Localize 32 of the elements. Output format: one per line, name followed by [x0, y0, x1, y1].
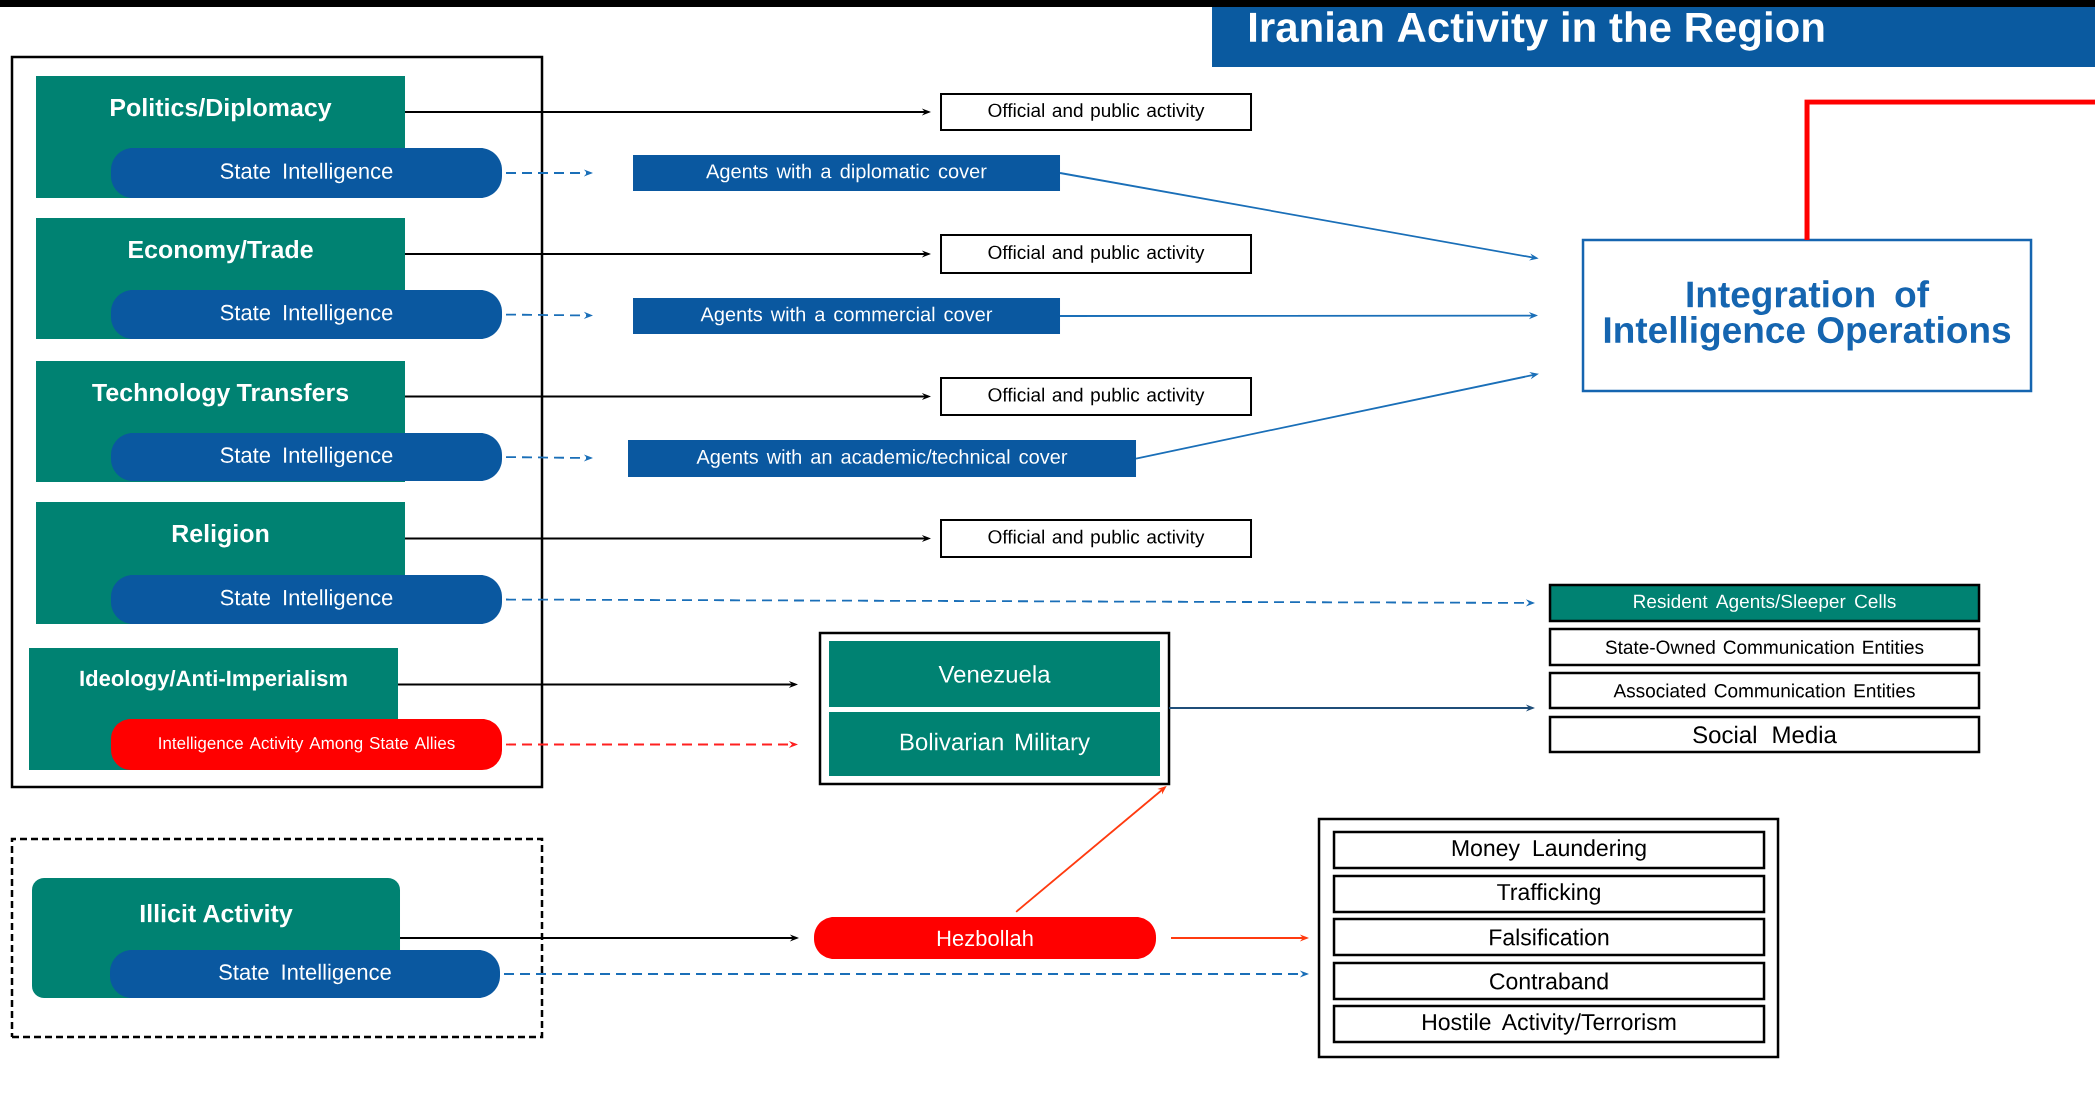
rounded-box: State Intelligence: [111, 575, 502, 624]
cover-box: Agents with an academic/technical cover: [628, 440, 1136, 477]
activity-box: Official and public activity: [940, 377, 1252, 416]
output-box: Contraband: [1332, 961, 1766, 1001]
frame-box: [10, 55, 544, 789]
output-box: Social Media: [1548, 715, 1981, 754]
activity-box: Official and public activity: [940, 93, 1252, 131]
rounded-box: Hezbollah: [814, 917, 1156, 959]
cover-box: Agents with a diplomatic cover: [633, 155, 1060, 191]
title-banner: Iranian Activity in the Region: [1212, 7, 2095, 67]
cover-box: Agents with a commercial cover: [633, 298, 1060, 334]
output-box: Hostile Activity/Terrorism: [1332, 1004, 1766, 1044]
rounded-box: State Intelligence: [110, 950, 500, 998]
output-box: Associated Communication Entities: [1548, 671, 1981, 710]
activity-box: Official and public activity: [940, 234, 1252, 274]
output-box: Falsification: [1332, 917, 1766, 957]
military-box: Bolivarian Military: [827, 710, 1162, 778]
rounded-box: Intelligence Activity Among State Allies: [111, 719, 502, 770]
group-box: [818, 631, 1171, 786]
rounded-box: State Intelligence: [111, 148, 502, 198]
country-box: Venezuela: [827, 639, 1162, 709]
dashed-frame: [10, 837, 544, 1039]
connector-line: [1804, 99, 2095, 240]
output-box: Resident Agents/Sleeper Cells: [1548, 583, 1981, 623]
output-box: Trafficking: [1332, 874, 1766, 914]
integration-box: Integration of Intelligence Operations: [1581, 238, 2033, 393]
output-box: State-Owned Communication Entities: [1548, 627, 1981, 667]
activity-box: Official and public activity: [940, 519, 1252, 558]
output-box: Money Laundering: [1332, 830, 1766, 870]
group-box: [1317, 817, 1780, 1059]
rounded-box: State Intelligence: [111, 290, 502, 339]
rounded-box: State Intelligence: [111, 433, 502, 481]
